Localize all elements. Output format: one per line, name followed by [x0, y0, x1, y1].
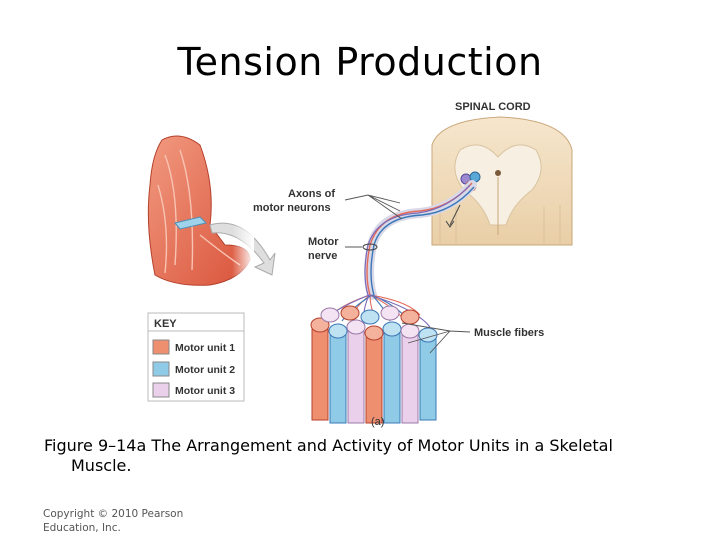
- label-axons-line2: motor neurons: [253, 202, 331, 214]
- legend-label: Motor unit 1: [175, 342, 235, 354]
- motor-unit-diagram: SPINAL CORD: [147, 101, 573, 428]
- legend-swatch: [152, 339, 170, 355]
- caption-line2: Muscle.: [71, 456, 132, 475]
- copyright-line1: Copyright © 2010 Pearson: [43, 508, 184, 520]
- label-nerve-line1: Motor: [308, 236, 339, 248]
- arm-illustration: [147, 135, 276, 295]
- legend-key: KEY Motor unit 1 Motor unit 2 Motor unit…: [147, 312, 245, 402]
- slide-title: Tension Production: [177, 40, 543, 84]
- motor-nerve: [362, 180, 477, 300]
- copyright-notice: Copyright © 2010 Pearson Education, Inc.: [43, 507, 203, 535]
- label-muscle-fibers: Muscle fibers: [474, 327, 544, 339]
- label-spinal-cord: SPINAL CORD: [455, 101, 531, 113]
- central-canal-icon: [495, 170, 501, 176]
- legend-title: KEY: [154, 318, 177, 330]
- legend-label: Motor unit 2: [175, 364, 235, 376]
- label-axons-line1: Axons of: [288, 188, 335, 200]
- caption-line1: Figure 9–14a The Arrangement and Activit…: [44, 436, 613, 455]
- label-panel: (a): [371, 416, 384, 428]
- legend-swatch: [152, 382, 170, 398]
- leader-lines: [344, 194, 471, 354]
- muscle-fiber-bundle: [310, 305, 438, 424]
- label-nerve-line2: nerve: [308, 250, 337, 262]
- figure-caption: Figure 9–14a The Arrangement and Activit…: [44, 436, 684, 476]
- legend-swatch: [152, 361, 170, 377]
- copyright-line2: Education, Inc.: [43, 522, 121, 534]
- spinal-cord: [431, 116, 573, 246]
- motor-unit-figure: SPINAL CORD: [140, 95, 580, 430]
- legend-label: Motor unit 3: [175, 385, 235, 397]
